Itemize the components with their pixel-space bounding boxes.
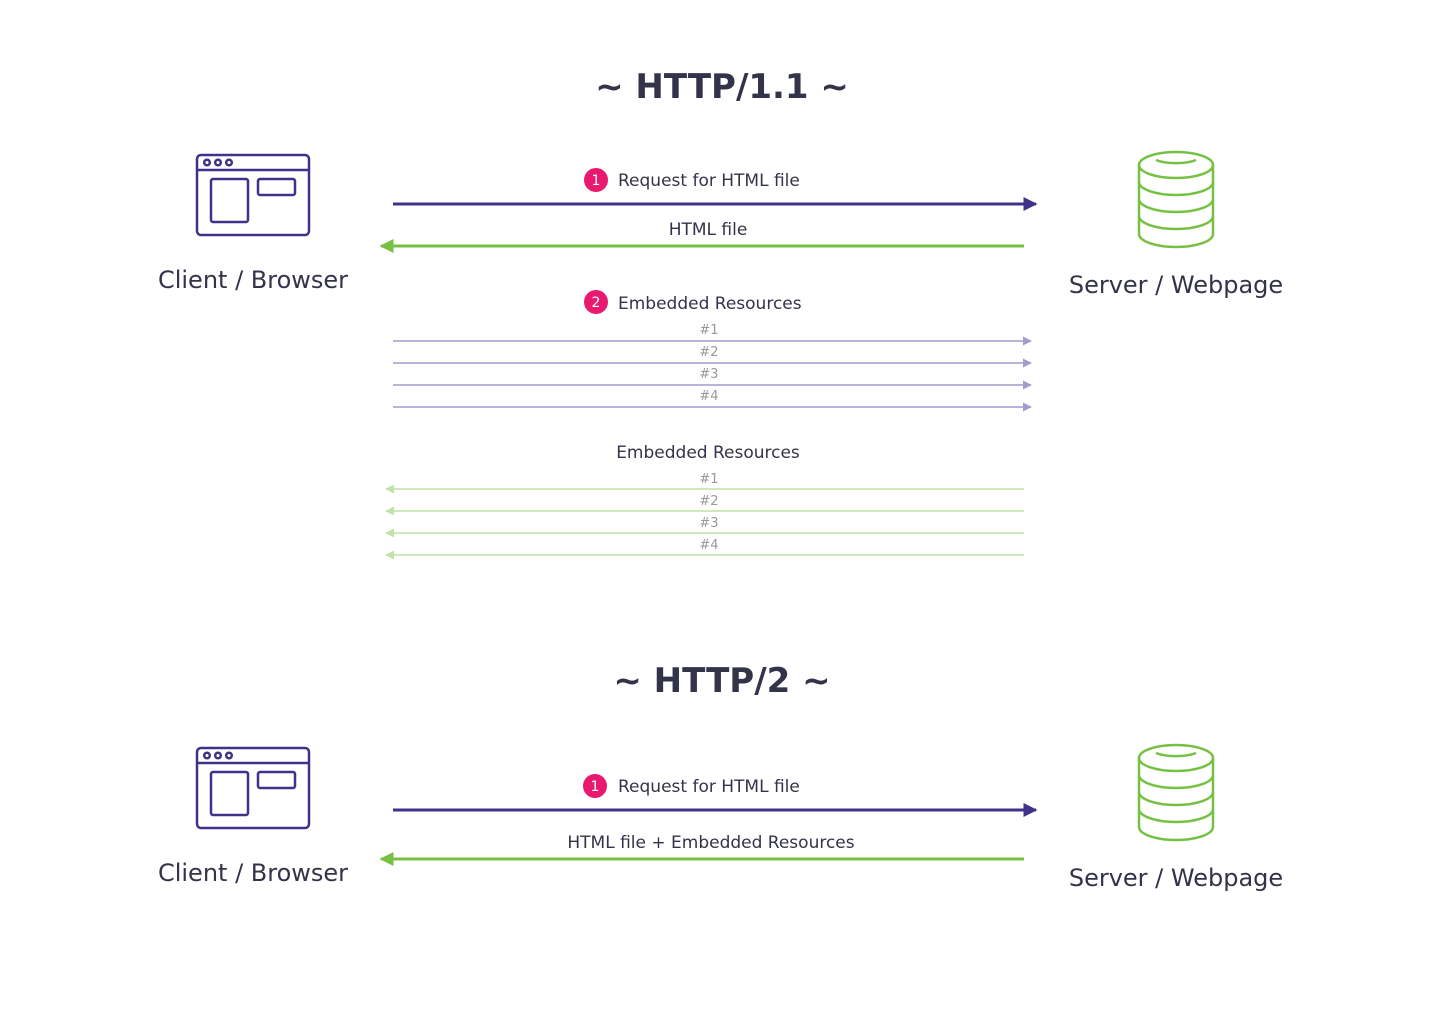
svg-text:2: 2 [592,295,601,311]
step-badge-2: 2 [584,290,608,314]
svg-text:1: 1 [592,173,601,189]
http2-title: ~ HTTP/2 ~ [613,661,830,701]
browser-window-icon [195,746,311,830]
http11-section: ~ HTTP/1.1 ~ Client / Browser Server / W… [158,67,1283,560]
embedded-resources-response-label: Embedded Resources [616,443,800,463]
step-badge-1: 1 [583,774,607,798]
request-index-label: #2 [699,345,718,360]
response-index-label: #4 [699,538,718,553]
step-badge-1: 1 [584,168,608,192]
request-index-label: #1 [699,323,718,338]
browser-window-icon [195,153,311,237]
response-index-label: #1 [699,472,718,487]
client-label: Client / Browser [158,859,348,887]
server-label: Server / Webpage [1069,864,1283,892]
database-server-icon [1137,743,1215,842]
response-index-label: #3 [699,516,718,531]
svg-text:1: 1 [591,779,600,795]
http11-title: ~ HTTP/1.1 ~ [595,67,849,107]
client-label: Client / Browser [158,266,348,294]
html-plus-resources-label: HTML file + Embedded Resources [567,833,854,853]
html-file-label: HTML file [669,220,748,240]
embedded-resource-requests: #1 #2 #3 #4 [393,323,1032,412]
request-html-label: Request for HTML file [618,777,800,797]
server-label: Server / Webpage [1069,271,1283,299]
embedded-resources-request-label: Embedded Resources [618,294,802,314]
request-html-label: Request for HTML file [618,171,800,191]
request-index-label: #4 [699,389,718,404]
http2-section: ~ HTTP/2 ~ Client / Browser Server / Web… [158,661,1283,892]
database-server-icon [1137,150,1215,249]
embedded-resource-responses: #1 #2 #3 #4 [385,472,1024,560]
response-index-label: #2 [699,494,718,509]
request-index-label: #3 [699,367,718,382]
